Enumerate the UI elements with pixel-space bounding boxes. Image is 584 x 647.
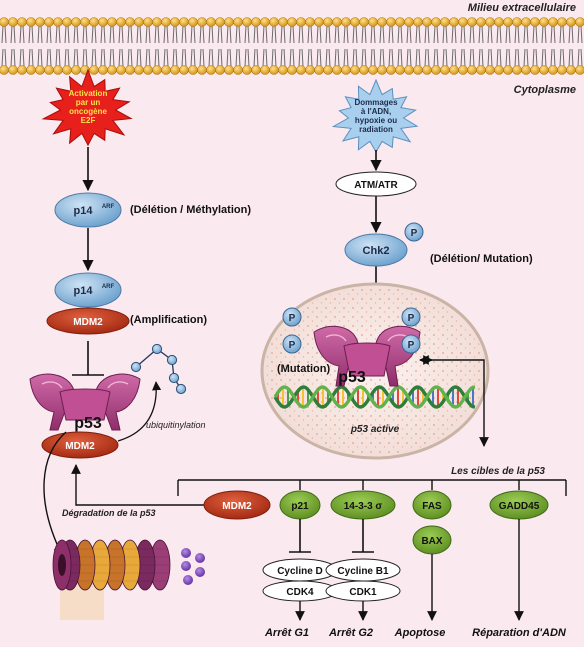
label-milieu-extracellulaire: Milieu extracellulaire [468, 2, 576, 14]
ubiquitin-chain [131, 344, 185, 393]
activation-line-2: par un [76, 98, 101, 107]
label-cytoplasme: Cytoplasme [514, 84, 576, 96]
outcome-reparation-adn: Réparation d'ADN [472, 627, 567, 639]
label-deletion-methylation: (Délétion / Méthylation) [130, 204, 251, 216]
target-fas-label: FAS [422, 501, 442, 512]
activation-line-1: Activation [69, 89, 108, 98]
p14-label-2: p14 [74, 285, 94, 297]
p53-label-left: p53 [74, 415, 102, 432]
label-amplification: (Amplification) [130, 314, 207, 326]
cdk1-label: CDK1 [349, 587, 377, 598]
target-mdm2-label: MDM2 [222, 501, 252, 512]
chk2-label: Chk2 [363, 245, 390, 257]
p14-label-1: p14 [74, 205, 94, 217]
target-bax-label: BAX [421, 536, 442, 547]
degraded-fragments [181, 548, 205, 585]
label-mutation: (Mutation) [277, 363, 330, 375]
label-p53-active: p53 active [350, 424, 400, 435]
activation-line-4: E2F [81, 116, 96, 125]
atm-atr-label: ATM/ATR [354, 180, 398, 191]
arrows-left [72, 147, 104, 375]
damage-line-4: radiation [359, 125, 393, 134]
cdk4-label: CDK4 [286, 587, 314, 598]
damage-text: Dommages à l'ADN, hypoxie ou radiation [354, 98, 398, 134]
proteasome [53, 540, 170, 590]
activation-line-3: oncogène [69, 107, 107, 116]
phosphate-1-label: P [289, 313, 296, 324]
phosphate-2-label: P [289, 340, 296, 351]
phosphate-3-label: P [408, 313, 415, 324]
outcome-arret-g2: Arrêt G2 [328, 627, 373, 639]
damage-line-1: Dommages [354, 98, 398, 107]
phosphate-4-label: P [408, 340, 415, 351]
target-p21-label: p21 [291, 501, 309, 512]
cycline-b1-label: Cycline B1 [337, 566, 389, 577]
label-cibles: Les cibles de la p53 [451, 466, 545, 477]
arf-superscript-1: ARF [102, 204, 115, 210]
damage-line-2: à l'ADN, [361, 107, 391, 116]
p53-label-active: p53 [338, 369, 366, 386]
mdm2-label-1: MDM2 [73, 317, 103, 328]
phosphate-chk2-label: P [411, 228, 418, 239]
cell-membrane [0, 18, 584, 75]
outcome-apoptose: Apoptose [394, 627, 446, 639]
label-ubiquitinylation: ubiquitinylation [146, 420, 206, 430]
inhibition-lines [289, 519, 374, 552]
target-sigma-label: 14-3-3 σ [344, 501, 383, 512]
target-gadd45-label: GADD45 [499, 501, 540, 512]
outcome-arret-g1: Arrêt G1 [264, 627, 309, 639]
mdm2-label-2: MDM2 [65, 441, 95, 452]
label-degradation: Dégradation de la p53 [62, 508, 156, 518]
cycline-d-label: Cycline D [277, 566, 323, 577]
damage-line-3: hypoxie ou [355, 116, 397, 125]
arf-superscript-2: ARF [102, 284, 115, 290]
mdm2-feedback-arrow [76, 465, 205, 505]
label-deletion-mutation: (Délétion/ Mutation) [430, 253, 533, 265]
